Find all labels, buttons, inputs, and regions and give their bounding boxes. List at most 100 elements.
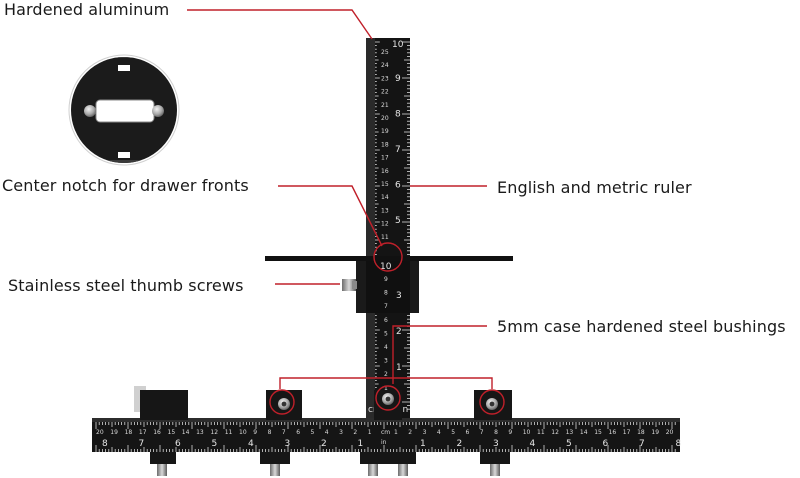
vertical-inch-label: 7 bbox=[395, 145, 401, 155]
bottom-clamps bbox=[150, 452, 510, 476]
vertical-cm-label: 23 bbox=[381, 75, 389, 82]
base-cm-tick-label: 16 bbox=[153, 429, 161, 436]
base-cm-label: cm bbox=[381, 429, 390, 436]
bushing-icon bbox=[152, 105, 164, 117]
vertical-cm-label: 18 bbox=[381, 141, 389, 148]
vertical-inch-label: 9 bbox=[395, 74, 401, 84]
vertical-cm-label: 14 bbox=[381, 194, 389, 201]
left-stop-block bbox=[134, 386, 188, 420]
leader-hardened-aluminum bbox=[187, 9, 373, 40]
base-inch-tick-label: 8 bbox=[102, 439, 108, 449]
vertical-cm-label: 13 bbox=[381, 207, 389, 214]
vertical-lower-number: 9 bbox=[384, 276, 388, 283]
callout-bushings: 5mm case hardened steel bushings bbox=[497, 317, 786, 336]
base-cm-tick-label: 6 bbox=[466, 429, 470, 436]
thumb-screw-icon bbox=[342, 279, 357, 291]
base-cm-tick-label: 7 bbox=[480, 429, 484, 436]
vertical-inch-label: 8 bbox=[395, 110, 401, 120]
bushing-block-left bbox=[266, 390, 302, 420]
base-inch-tick-label: 8 bbox=[676, 439, 682, 449]
vertical-lower-number: 2 bbox=[384, 371, 388, 378]
base-in-label: in bbox=[381, 439, 387, 446]
leader-bushing-bar bbox=[279, 377, 493, 389]
base-cm-tick-label: 19 bbox=[651, 429, 659, 436]
base-cm-tick-label: 11 bbox=[537, 429, 545, 436]
base-inch-tick-label: 4 bbox=[530, 439, 536, 449]
base-cm-tick-label: 2 bbox=[353, 429, 357, 436]
thumb-screw-icon bbox=[270, 464, 280, 476]
center-notch-circle bbox=[373, 242, 403, 272]
thumb-screw-icon bbox=[368, 464, 378, 476]
base-inch-tick-label: 7 bbox=[639, 439, 645, 449]
callout-hardened-aluminum: Hardened aluminum bbox=[4, 0, 170, 19]
vertical-cm-label: 24 bbox=[381, 62, 389, 69]
bushing-circle-center bbox=[375, 385, 401, 411]
base-inch-tick-label: 6 bbox=[603, 439, 609, 449]
vertical-lower-number: 7 bbox=[384, 303, 388, 310]
vertical-cm-label: 15 bbox=[381, 181, 389, 188]
base-cm-tick-label: 15 bbox=[594, 429, 602, 436]
notch-icon bbox=[95, 99, 155, 123]
base-cm-tick-label: 8 bbox=[494, 429, 498, 436]
base-inch-tick-label: 5 bbox=[566, 439, 572, 449]
base-cm-tick-label: 4 bbox=[437, 429, 441, 436]
base-cm-tick-label: 8 bbox=[268, 429, 272, 436]
base-inch-tick-label: 3 bbox=[493, 439, 499, 449]
base-inch-tick-label: 3 bbox=[285, 439, 291, 449]
base-cm-tick-label: 3 bbox=[339, 429, 343, 436]
base-inch-tick-label: 2 bbox=[321, 439, 327, 449]
base-cm-tick-label: 14 bbox=[580, 429, 588, 436]
base-cm-tick-label: 20 bbox=[96, 429, 104, 436]
base-cm-tick-label: 12 bbox=[210, 429, 218, 436]
base-cm-tick-label: 18 bbox=[637, 429, 645, 436]
thumb-screw-icon bbox=[157, 464, 167, 476]
base-inch-tick-label: 1 bbox=[420, 439, 426, 449]
base-inch-tick-label: 6 bbox=[175, 439, 181, 449]
base-cm-tick-label: 13 bbox=[566, 429, 574, 436]
vertical-lower-inch: 1 bbox=[396, 363, 402, 373]
base-cm-tick-label: 5 bbox=[451, 429, 455, 436]
base-cm-tick-label: 13 bbox=[196, 429, 204, 436]
base-cm-tick-label: 9 bbox=[253, 429, 257, 436]
base-cm-tick-label: 14 bbox=[182, 429, 190, 436]
vertical-cm-label: 22 bbox=[381, 89, 389, 96]
base-inch-tick-label: 7 bbox=[139, 439, 145, 449]
base-cm-tick-label: 11 bbox=[225, 429, 233, 436]
base-cm-tick-label: 2 bbox=[408, 429, 412, 436]
bushing-icon bbox=[84, 105, 96, 117]
base-cm-tick-label: 10 bbox=[239, 429, 247, 436]
vertical-lower-inch: 2 bbox=[396, 327, 402, 337]
leader-bushings bbox=[392, 325, 487, 384]
sliding-bracket: 10 bbox=[265, 256, 513, 313]
vertical-lower-number: 6 bbox=[384, 317, 388, 324]
base-cm-tick-label: 3 bbox=[423, 429, 427, 436]
base-inch-tick-label: 5 bbox=[212, 439, 218, 449]
base-cm-tick-label: 17 bbox=[623, 429, 631, 436]
vertical-cm-label: 25 bbox=[381, 49, 389, 56]
base-cm-tick-label: 7 bbox=[282, 429, 286, 436]
callout-leaders bbox=[187, 9, 505, 415]
vertical-lower-number: 4 bbox=[384, 344, 388, 351]
base-cm-tick-label: 5 bbox=[311, 429, 315, 436]
bushing-circle-left bbox=[269, 389, 295, 415]
thumb-screw-icon bbox=[398, 464, 408, 476]
thumb-screw-icon bbox=[490, 464, 500, 476]
base-cm-tick-label: 17 bbox=[139, 429, 147, 436]
vertical-cm-label: 19 bbox=[381, 128, 389, 135]
base-inch-tick-label: 2 bbox=[457, 439, 463, 449]
vertical-cm-label: 20 bbox=[381, 115, 389, 122]
base-cm-tick-label: 12 bbox=[551, 429, 559, 436]
base-cm-tick-label: 1 bbox=[394, 429, 398, 436]
vertical-cm-label: 12 bbox=[381, 221, 389, 228]
leader-center-notch bbox=[278, 185, 383, 247]
vertical-lower-number: 5 bbox=[384, 330, 388, 337]
bracket-inch-label: 10 bbox=[380, 262, 392, 272]
notch-detail-inset bbox=[68, 54, 180, 166]
vertical-lower-number: 8 bbox=[384, 290, 388, 297]
base-cm-tick-label: 4 bbox=[325, 429, 329, 436]
base-cm-tick-label: 10 bbox=[523, 429, 531, 436]
base-cm-tick-label: 16 bbox=[609, 429, 617, 436]
vertical-cm-label: 17 bbox=[381, 155, 389, 162]
callout-english-metric: English and metric ruler bbox=[497, 178, 692, 197]
